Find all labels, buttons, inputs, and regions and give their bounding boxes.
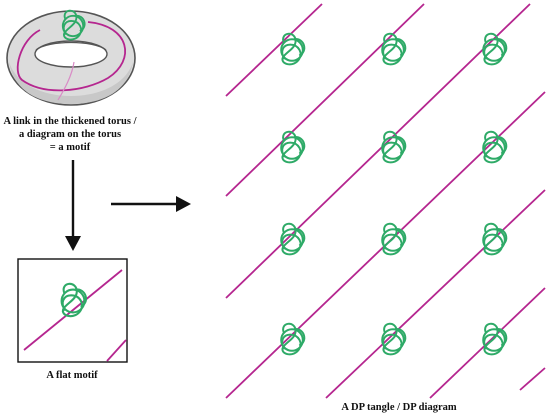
flat-motif-square [17,258,128,363]
dp-tangle-motif-r4-c2 [381,322,407,356]
flat-motif-magenta-line-main [23,269,123,351]
dp-tangle-motif-r1-c1 [280,32,306,66]
dp-tangle-motif-r3-c3 [482,222,508,256]
torus-illustration [6,9,136,106]
dp-tangle-motif-r3-c1 [280,222,306,256]
dp-tangle-motif-r4-c1 [280,322,306,356]
dp-tangle-caption: A DP tangle / DP diagram [341,402,456,413]
dp-tangle-motif-r2-c1 [280,130,306,164]
dp-tangle-line-5 [325,189,546,399]
flat-motif-caption: A flat motif [46,370,98,381]
arrow-right-icon [111,196,191,212]
dp-tangle-line-3 [225,3,531,299]
torus-caption-line-3: = a motif [50,142,91,153]
torus-inner-lip [35,41,107,51]
torus-hole [34,40,108,68]
torus-caption-line-1: A link in the thickened torus / [3,116,137,127]
dp-tangle-motifs [280,32,508,356]
dp-tangle-line-2 [225,3,425,197]
flat-motif-magenta-line-corner [106,339,127,362]
arrow-down-icon [65,160,81,251]
dp-tangle-motif-r1-c2 [381,32,407,66]
dp-tangle-line-7 [519,367,546,391]
dp-tangle-motif-r1-c3 [482,32,508,66]
torus-caption-line-2: a diagram on the torus [19,129,121,140]
torus-magenta-curve [16,21,126,92]
dp-tangle-line-1 [225,3,323,97]
torus-shade [9,62,133,104]
dp-tangle-motif-r2-c2 [381,130,407,164]
torus-magenta-curve-faint [57,61,75,101]
